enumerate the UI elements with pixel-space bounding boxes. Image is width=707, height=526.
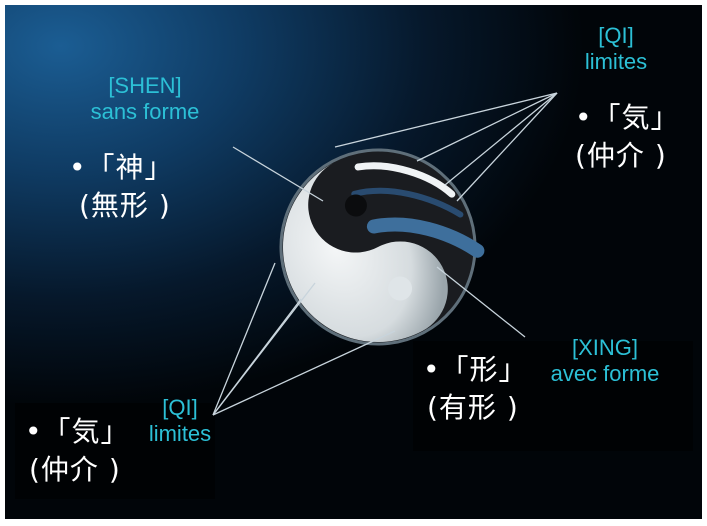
qi-top-desc: limites xyxy=(584,49,648,74)
qi-bottom-line-1 xyxy=(212,262,276,416)
qi-top-term-kanji: •「気」 xyxy=(575,101,680,134)
qi-bottom-line-3 xyxy=(212,282,316,416)
xing-term: •「形」 (有形 ) xyxy=(423,351,528,427)
qi-bottom-term-meaning: (仲介 ) xyxy=(29,453,121,486)
diagram-graphics xyxy=(212,92,558,416)
diagram-canvas: [SHEN] sans forme •「神」 (無形 ) [QI] limite… xyxy=(5,5,702,519)
qi-bottom-label: [QI] limites xyxy=(135,395,225,447)
qi-bottom-tag: [QI] xyxy=(162,395,198,420)
yin-yang-icon xyxy=(279,148,485,346)
qi-top-term-meaning: (仲介 ) xyxy=(575,139,667,172)
qi-bottom-desc: limites xyxy=(148,421,212,446)
qi-top-tag: [QI] xyxy=(598,23,634,48)
qi-top-line-2 xyxy=(416,92,558,162)
xing-label: [XING] avec forme xyxy=(530,335,680,387)
xing-desc: avec forme xyxy=(550,361,660,386)
connector-lines xyxy=(212,92,558,416)
qi-top-line-4 xyxy=(456,92,558,202)
qi-bottom-term: •「気」 (仲介 ) xyxy=(25,413,130,489)
shen-desc: sans forme xyxy=(90,99,200,124)
shen-term-meaning: (無形 ) xyxy=(79,189,171,222)
xing-text-panel xyxy=(413,341,693,451)
qi-bottom-text-panel xyxy=(15,403,215,499)
xing-term-meaning: (有形 ) xyxy=(427,391,519,424)
shen-label: [SHEN] sans forme xyxy=(60,73,230,125)
qi-top-line-1 xyxy=(334,92,558,148)
qi-top-term: •「気」 (仲介 ) xyxy=(575,99,680,175)
qi-top-label: [QI] limites xyxy=(561,23,671,75)
qi-bottom-line-4 xyxy=(212,330,396,416)
xing-tag: [XING] xyxy=(571,335,638,360)
shen-term: •「神」 (無形 ) xyxy=(69,149,174,225)
shen-term-kanji: •「神」 xyxy=(69,151,174,184)
shen-line xyxy=(232,146,324,202)
xing-line xyxy=(436,266,526,338)
qi-bottom-term-kanji: •「気」 xyxy=(25,415,130,448)
xing-term-kanji: •「形」 xyxy=(423,353,528,386)
shen-tag: [SHEN] xyxy=(108,73,182,98)
qi-top-line-3 xyxy=(444,92,558,186)
